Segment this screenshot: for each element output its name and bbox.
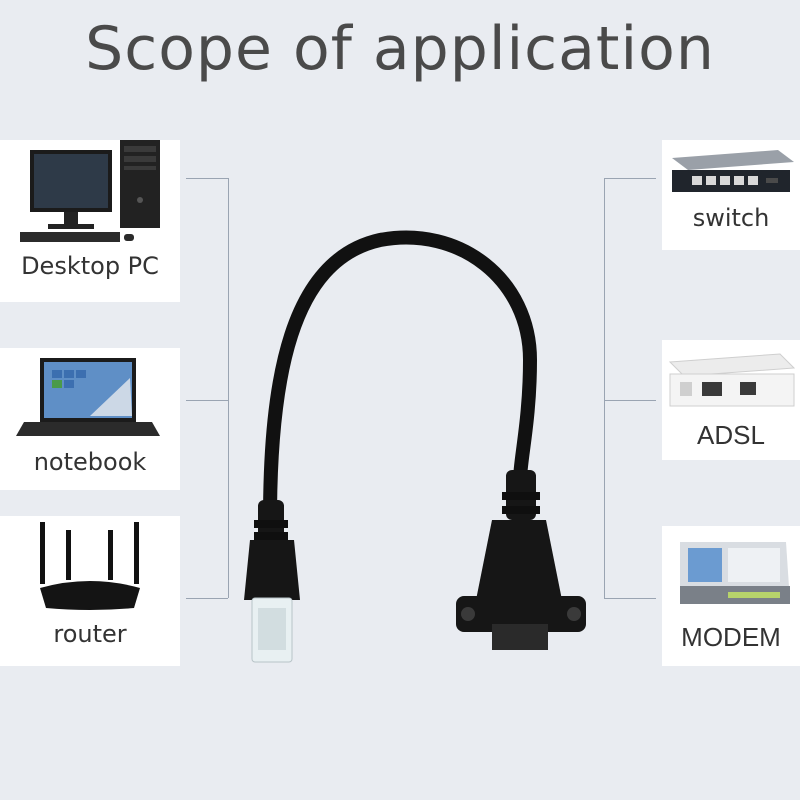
modem-icon	[680, 542, 790, 604]
ethernet-cable-icon	[244, 230, 586, 663]
left-tick-2	[186, 400, 228, 401]
page-title: Scope of application	[85, 14, 715, 84]
device-card-notebook: notebook	[0, 348, 180, 490]
device-label-modem: MODEM	[681, 622, 781, 652]
device-card-adsl: ADSL	[662, 340, 800, 460]
device-card-switch: switch	[662, 140, 800, 250]
router-icon	[40, 522, 140, 610]
device-label-desktop-pc: Desktop PC	[21, 252, 159, 280]
device-label-notebook: notebook	[33, 448, 147, 476]
device-card-router: router	[0, 516, 180, 666]
right-tick-1	[604, 178, 656, 179]
left-tick-1	[186, 178, 228, 179]
adsl-icon	[668, 353, 796, 407]
device-card-modem: MODEM	[662, 526, 800, 666]
notebook-icon	[16, 358, 160, 436]
right-tick-2	[604, 400, 656, 401]
desktop-pc-icon	[20, 140, 160, 242]
right-bracket-line	[604, 178, 621, 598]
device-card-desktop-pc: Desktop PC	[0, 140, 180, 302]
device-label-adsl: ADSL	[697, 420, 765, 450]
left-tick-3	[186, 598, 228, 599]
device-label-router: router	[53, 620, 127, 648]
switch-icon	[672, 150, 794, 192]
device-label-switch: switch	[692, 204, 770, 232]
right-tick-3	[604, 598, 656, 599]
left-bracket-line	[212, 178, 229, 598]
